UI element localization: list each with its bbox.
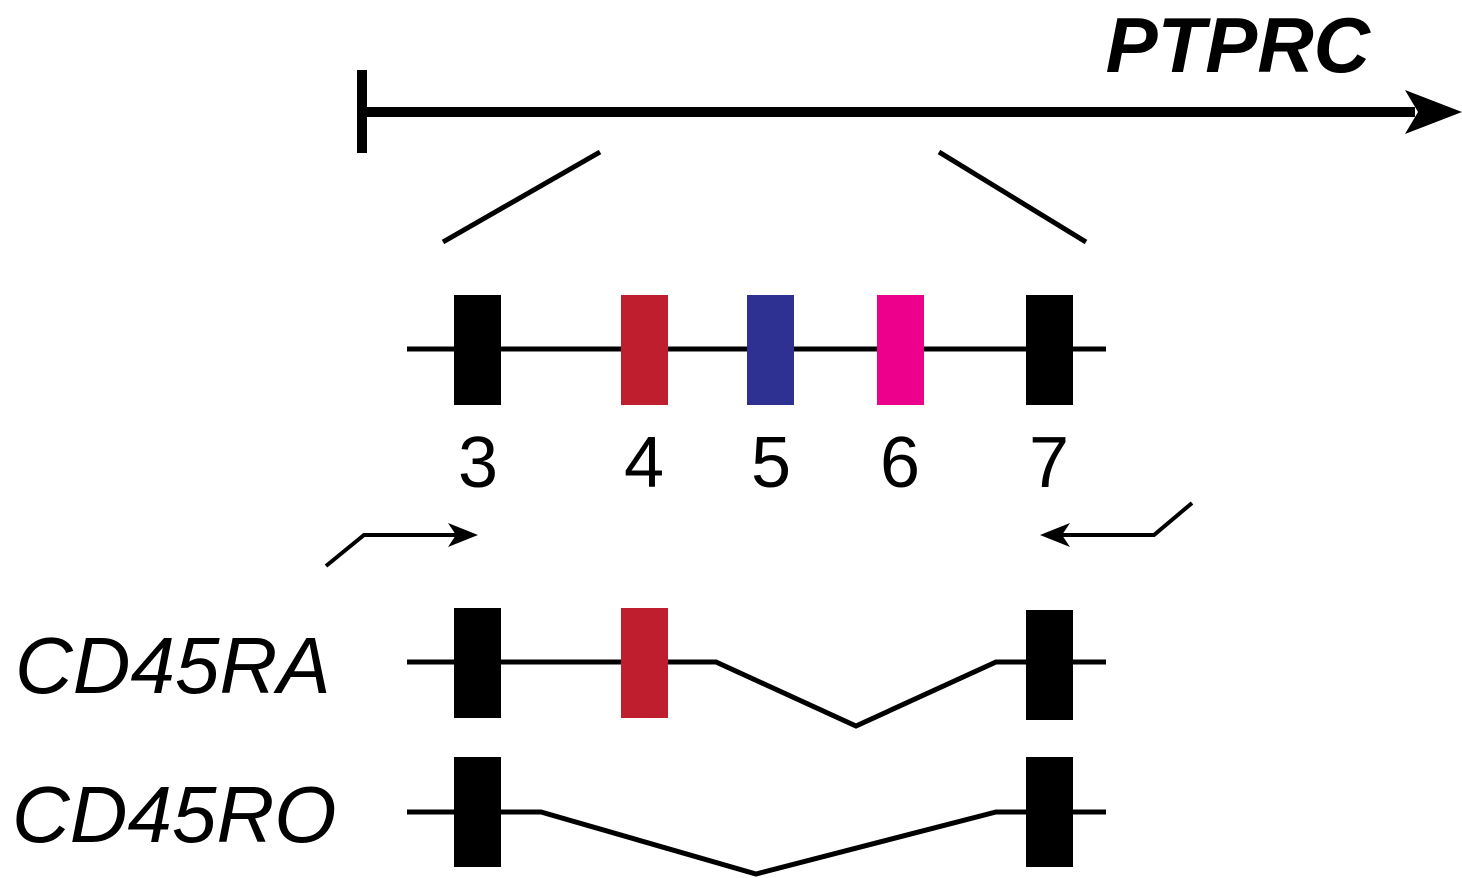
isoform-cd45ra-label: CD45RA bbox=[15, 621, 331, 710]
zoom-line-right bbox=[937, 149, 1088, 245]
cd45ro-splice-line bbox=[407, 809, 1106, 877]
reverse-primer-shaft bbox=[1060, 501, 1194, 537]
exon-3-box bbox=[454, 295, 501, 405]
gene-arrowhead bbox=[1405, 90, 1462, 134]
reverse-primer-arrow bbox=[1040, 501, 1194, 547]
exon-6-number: 6 bbox=[880, 423, 920, 503]
exon-4-box bbox=[621, 295, 668, 405]
exon-4-number: 4 bbox=[624, 423, 664, 503]
exon-3-number: 3 bbox=[458, 423, 498, 503]
gene-name: PTPRC bbox=[1106, 1, 1372, 89]
exon-5-box bbox=[747, 295, 794, 405]
zoom-line-left bbox=[441, 149, 602, 245]
forward-primer-shaft bbox=[324, 533, 458, 568]
zoom-lines bbox=[441, 149, 1088, 245]
forward-primer-head bbox=[448, 523, 478, 547]
exon-numbers: 3 4 5 6 7 bbox=[458, 423, 1069, 503]
cd45ro-exon-7 bbox=[1026, 757, 1073, 867]
exon-structure bbox=[407, 295, 1106, 405]
exon-7-box bbox=[1026, 295, 1073, 405]
isoform-cd45ra bbox=[407, 608, 1106, 729]
cd45ra-exon-4 bbox=[621, 608, 668, 718]
gene-arrow bbox=[357, 70, 1462, 153]
isoform-cd45ro bbox=[407, 757, 1106, 877]
exon-7-number: 7 bbox=[1029, 423, 1069, 503]
cd45ra-splice-line bbox=[407, 659, 1106, 729]
cd45ro-exon-3 bbox=[454, 757, 501, 867]
reverse-primer-head bbox=[1040, 523, 1070, 547]
cd45ra-exon-7 bbox=[1026, 610, 1073, 720]
forward-primer-arrow bbox=[324, 523, 478, 568]
cd45ra-exon-3 bbox=[454, 608, 501, 718]
exon-5-number: 5 bbox=[751, 423, 791, 503]
isoform-cd45ro-label: CD45RO bbox=[12, 770, 337, 859]
exon-6-box bbox=[877, 295, 924, 405]
